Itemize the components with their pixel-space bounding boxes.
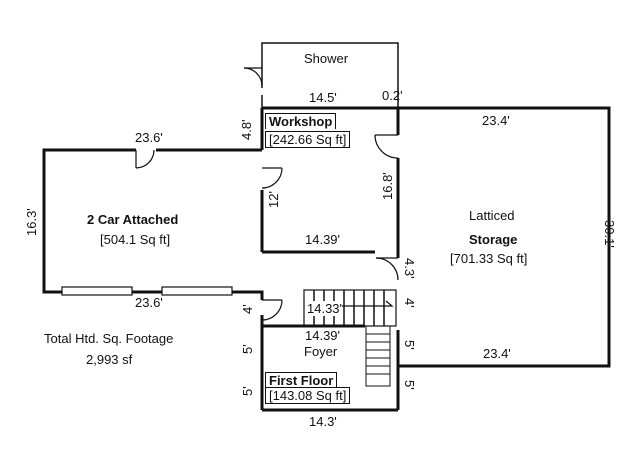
garage-title: 2 Car Attached (87, 212, 179, 227)
dim-storage-left-small: 4.3' (402, 258, 417, 279)
shower-door (243, 67, 263, 87)
workshop-walls (260, 106, 400, 254)
dim-stair-left: 4' (240, 304, 255, 314)
workshop-doors (261, 134, 399, 189)
workshop-area: [242.66 Sq ft] (265, 131, 351, 148)
shower-room (261, 42, 399, 108)
dim-workshop-left: 12' (266, 191, 281, 208)
storage-area: [701.33 Sq ft] (450, 251, 528, 266)
storage-walls (396, 106, 611, 368)
garage-door (135, 149, 155, 169)
garage-windows (61, 286, 233, 296)
dim-workshop-left-top: 4.8' (239, 119, 254, 140)
shower-label: Shower (304, 51, 349, 66)
dim-shower-gap: 0.2' (382, 88, 403, 103)
dim-storage-right: 30.1' (602, 220, 617, 248)
dim-garage-top: 23.6' (135, 130, 163, 145)
dim-stair-right: 4' (402, 298, 417, 308)
dim-foyer-left-top: 5' (240, 344, 255, 354)
hall-door (261, 299, 283, 321)
first-floor-area: [143.08 Sq ft] (265, 387, 351, 404)
foyer-label: Foyer (304, 344, 338, 359)
dim-workshop-bottom: 14.39' (305, 232, 341, 247)
storage-door (375, 257, 399, 281)
dim-garage-bottom: 23.6' (135, 295, 163, 310)
storage-title-line2: Storage (469, 232, 518, 247)
foyer-walls (260, 324, 400, 412)
dim-garage-left: 16.3' (24, 208, 39, 236)
total-footage-value: 2,993 sf (86, 352, 133, 367)
storage-title-line1: Latticed (469, 208, 515, 223)
dim-stair-width: 14.33' (307, 301, 343, 316)
dim-foyer-left-bottom: 5' (240, 386, 255, 396)
workshop-title: Workshop (265, 113, 337, 129)
garage-area: [504.1 Sq ft] (100, 232, 171, 247)
foyer-stairs (365, 325, 391, 387)
dim-foyer-right-top: 5' (402, 340, 417, 350)
first-floor-title: First Floor (265, 372, 338, 388)
dim-shower-bottom: 14.5' (309, 90, 337, 105)
dim-storage-bottom: 23.4' (483, 346, 511, 361)
dim-foyer-top: 14.39' (305, 328, 341, 343)
dim-storage-top: 23.4' (482, 113, 510, 128)
total-footage-label: Total Htd. Sq. Footage (44, 331, 174, 346)
dim-foyer-right-bottom: 5' (402, 380, 417, 390)
dim-workshop-right: 16.8' (380, 172, 395, 200)
dim-first-floor-bottom: 14.3' (309, 414, 337, 429)
